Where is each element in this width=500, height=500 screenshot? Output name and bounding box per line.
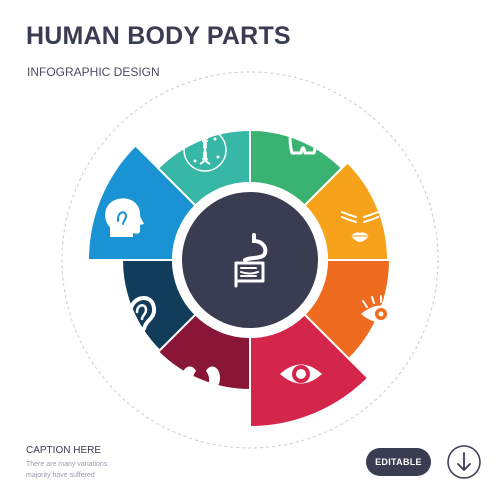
icons-layer: [105, 117, 401, 405]
arrow-down-circle-icon: [447, 445, 481, 479]
caption-text: There are many variations majority have …: [26, 461, 108, 479]
female-hips-icon: [287, 117, 319, 155]
download-button[interactable]: [446, 444, 482, 480]
dna-icon: [183, 128, 227, 172]
dashed-ring: [61, 71, 439, 449]
eyelash-eye-icon: [361, 295, 401, 323]
kidneys-icon: [182, 366, 220, 405]
page-title: HUMAN BODY PARTS: [26, 22, 291, 50]
caption-title: CAPTION HERE: [26, 445, 102, 456]
head-with-ear-icon: [105, 198, 144, 237]
eye-icon: [280, 364, 322, 384]
editable-button[interactable]: EDITABLE: [366, 448, 431, 476]
segments-layer: [86, 128, 392, 429]
eyebrows-and-lips-icon: [341, 211, 379, 242]
digestive-system-icon: [234, 233, 268, 288]
page-subtitle: INFOGRAPHIC DESIGN: [27, 65, 160, 79]
editable-label: EDITABLE: [375, 457, 422, 467]
ear-icon: [128, 296, 157, 336]
